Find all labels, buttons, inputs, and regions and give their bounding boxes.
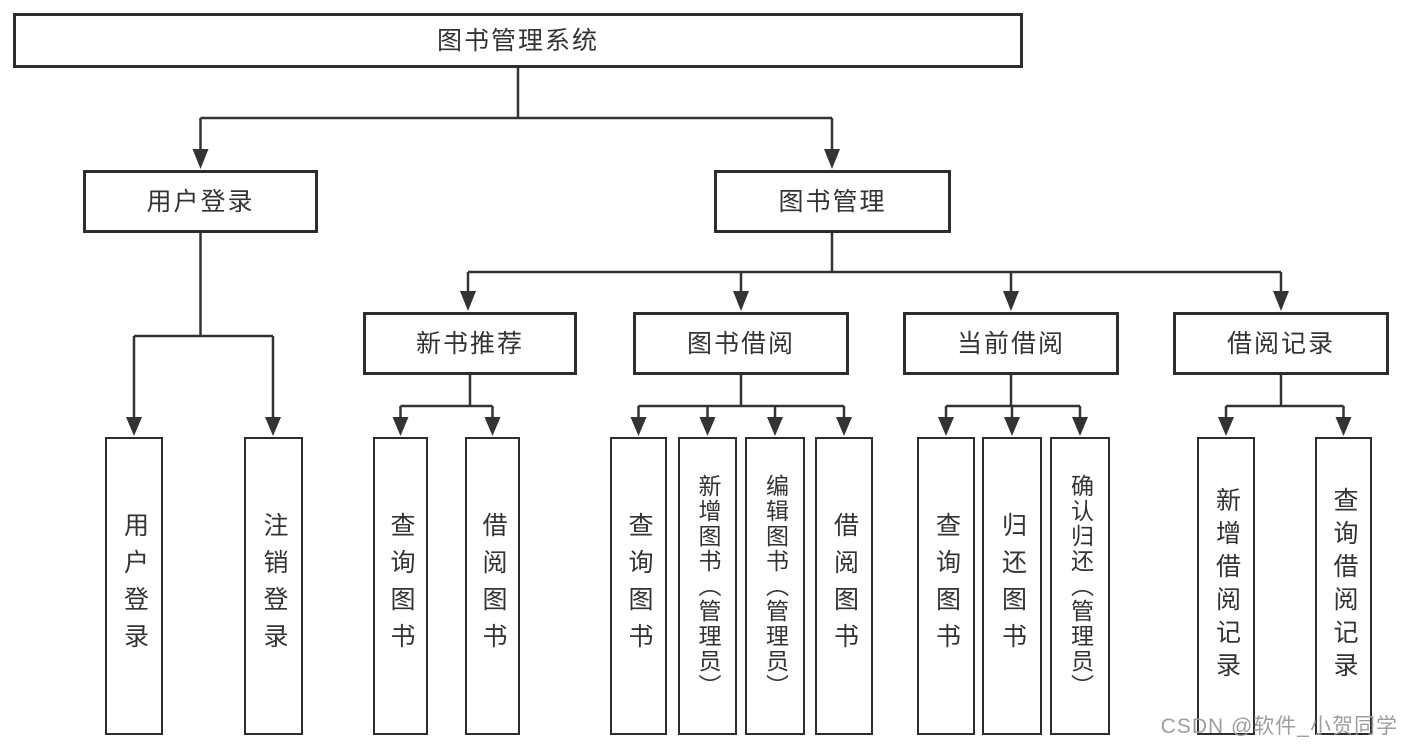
node-library-system-label: 图书管理系统 <box>436 26 599 55</box>
leaf-current-confirm-return-label: 确认归还（管理员） <box>1067 473 1094 699</box>
leaf-current-return-books-label: 归还图书 <box>998 512 1027 660</box>
leaf-logout: 注销登录 <box>244 437 303 735</box>
leaf-records-add-record: 新增借阅记录 <box>1197 437 1255 735</box>
leaf-recommend-query-books-label: 查询图书 <box>387 512 415 660</box>
leaf-borrow-add-books: 新增图书（管理员） <box>678 437 737 735</box>
node-user-login-label: 用户登录 <box>146 187 255 216</box>
arrowhead-new-book-recommend <box>460 291 476 311</box>
leaf-records-query-record-label: 查询借阅记录 <box>1330 487 1358 685</box>
leaf-current-return-books: 归还图书 <box>982 437 1042 735</box>
arrowhead-current-confirm <box>1072 417 1088 436</box>
leaf-borrow-edit-books: 编辑图书（管理员） <box>745 437 805 735</box>
node-book-management-label: 图书管理 <box>778 187 887 216</box>
connector-user-login-trunk <box>132 233 275 418</box>
leaf-borrow-query-books: 查询图书 <box>610 437 667 735</box>
arrowhead-recommend-query <box>392 417 409 436</box>
node-new-book-recommend: 新书推荐 <box>363 312 577 375</box>
connector-recommend-trunk <box>399 375 494 418</box>
connector-current-trunk <box>944 375 1082 418</box>
leaf-current-confirm-return: 确认归还（管理员） <box>1050 437 1110 735</box>
arrowhead-leaf-logout <box>265 417 281 436</box>
arrowhead-recommend-borrow <box>484 417 501 436</box>
leaf-borrow-edit-books-label: 编辑图书（管理员） <box>762 473 789 699</box>
arrowhead-book-borrow <box>733 291 749 311</box>
csdn-watermark: CSDN @软件_小贺同学 <box>1160 715 1398 738</box>
leaf-records-query-record: 查询借阅记录 <box>1315 437 1372 735</box>
leaf-user-login-label: 用户登录 <box>120 512 149 660</box>
connector-borrow-trunk <box>637 375 846 418</box>
node-borrow-records: 借阅记录 <box>1173 312 1389 375</box>
arrowhead-book-management <box>824 149 840 169</box>
leaf-records-add-record-label: 新增借阅记录 <box>1212 487 1241 685</box>
node-new-book-recommend-label: 新书推荐 <box>415 329 524 358</box>
arrowhead-borrow-records <box>1273 291 1289 311</box>
arrowhead-records-query <box>1335 417 1352 436</box>
node-borrow-records-label: 借阅记录 <box>1226 329 1335 358</box>
leaf-recommend-borrow-books: 借阅图书 <box>465 437 520 735</box>
node-book-borrow: 图书借阅 <box>633 312 849 375</box>
leaf-logout-label: 注销登录 <box>260 512 288 660</box>
node-current-borrow: 当前借阅 <box>903 312 1119 375</box>
connector-records-trunk <box>1224 375 1345 418</box>
connector-root-trunk <box>199 68 834 150</box>
arrowhead-borrow-borrow <box>836 417 852 436</box>
arrowhead-borrow-query <box>630 417 647 436</box>
arrowhead-borrow-edit <box>767 417 783 436</box>
arrowhead-current-query <box>938 417 954 436</box>
leaf-current-query-books: 查询图书 <box>917 437 975 735</box>
leaf-borrow-add-books-label: 新增图书（管理员） <box>695 473 721 699</box>
node-book-management: 图书管理 <box>714 170 951 233</box>
leaf-borrow-borrow-books: 借阅图书 <box>815 437 873 735</box>
connector-book-management-trunk <box>466 233 1283 292</box>
leaf-borrow-borrow-books-label: 借阅图书 <box>830 512 859 660</box>
leaf-recommend-query-books: 查询图书 <box>373 437 428 735</box>
leaf-current-query-books-label: 查询图书 <box>932 512 961 660</box>
node-user-login: 用户登录 <box>83 170 318 233</box>
node-book-borrow-label: 图书借阅 <box>686 329 795 358</box>
node-library-system: 图书管理系统 <box>13 13 1023 68</box>
arrowhead-records-add <box>1218 417 1234 436</box>
arrowhead-user-login <box>192 149 209 169</box>
arrowhead-borrow-add <box>699 417 716 436</box>
leaf-recommend-borrow-books-label: 借阅图书 <box>479 512 507 660</box>
arrowhead-leaf-user-login <box>126 417 142 436</box>
node-current-borrow-label: 当前借阅 <box>956 329 1065 358</box>
leaf-borrow-query-books-label: 查询图书 <box>625 512 653 660</box>
arrowhead-current-return <box>1004 417 1020 436</box>
arrowhead-current-borrow <box>1003 291 1019 311</box>
leaf-user-login: 用户登录 <box>105 437 163 735</box>
